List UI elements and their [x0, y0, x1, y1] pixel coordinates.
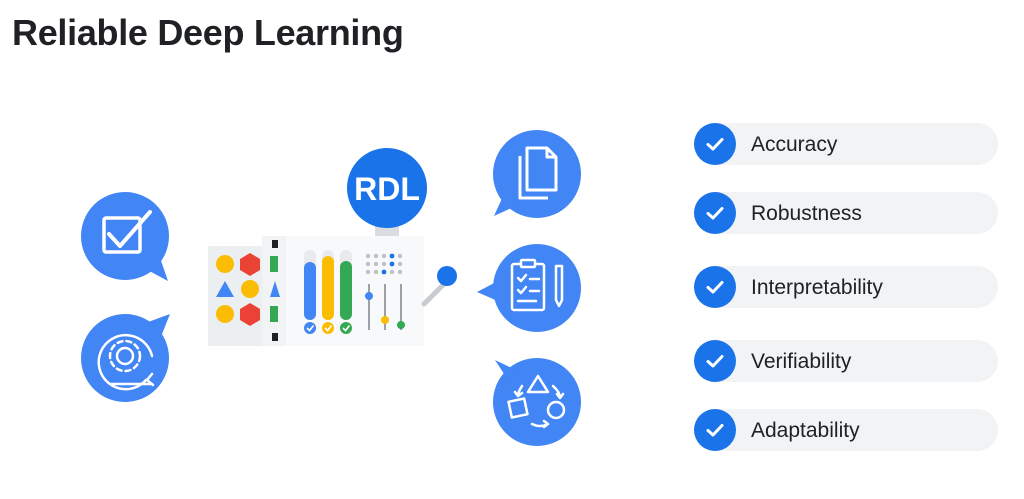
- check-icon: [694, 340, 736, 382]
- model-card: RDL: [208, 148, 457, 346]
- check-icon: [694, 266, 736, 308]
- property-item-adaptability: Adaptability: [694, 409, 998, 451]
- rdl-badge: RDL: [354, 171, 420, 207]
- check-icon: [694, 123, 736, 165]
- property-item-accuracy: Accuracy: [694, 123, 998, 165]
- shapes-cycle-icon: [507, 374, 566, 429]
- property-item-robustness: Robustness: [694, 192, 998, 234]
- documents-bubble: [493, 130, 581, 218]
- property-item-interpretability: Interpretability: [694, 266, 998, 308]
- property-label: Adaptability: [751, 419, 860, 442]
- property-label: Accuracy: [751, 133, 838, 156]
- page-title: Reliable Deep Learning: [12, 12, 404, 53]
- checkbox-icon: [102, 210, 152, 254]
- gear-cycle-bubble: [81, 314, 170, 402]
- documents-icon: [518, 146, 558, 200]
- property-label: Verifiability: [751, 350, 852, 373]
- gear-cycle-icon: [97, 333, 155, 391]
- property-label: Robustness: [751, 202, 862, 225]
- rdl-illustration: RDL: [81, 130, 581, 446]
- checkbox-bubble: [81, 192, 169, 281]
- checklist-bubble: [477, 244, 581, 332]
- property-item-verifiability: Verifiability: [694, 340, 998, 382]
- shapes-cycle-bubble: [493, 358, 581, 446]
- checklist-icon: [510, 258, 564, 312]
- property-label: Interpretability: [751, 276, 883, 299]
- check-icon: [694, 192, 736, 234]
- check-icon: [694, 409, 736, 451]
